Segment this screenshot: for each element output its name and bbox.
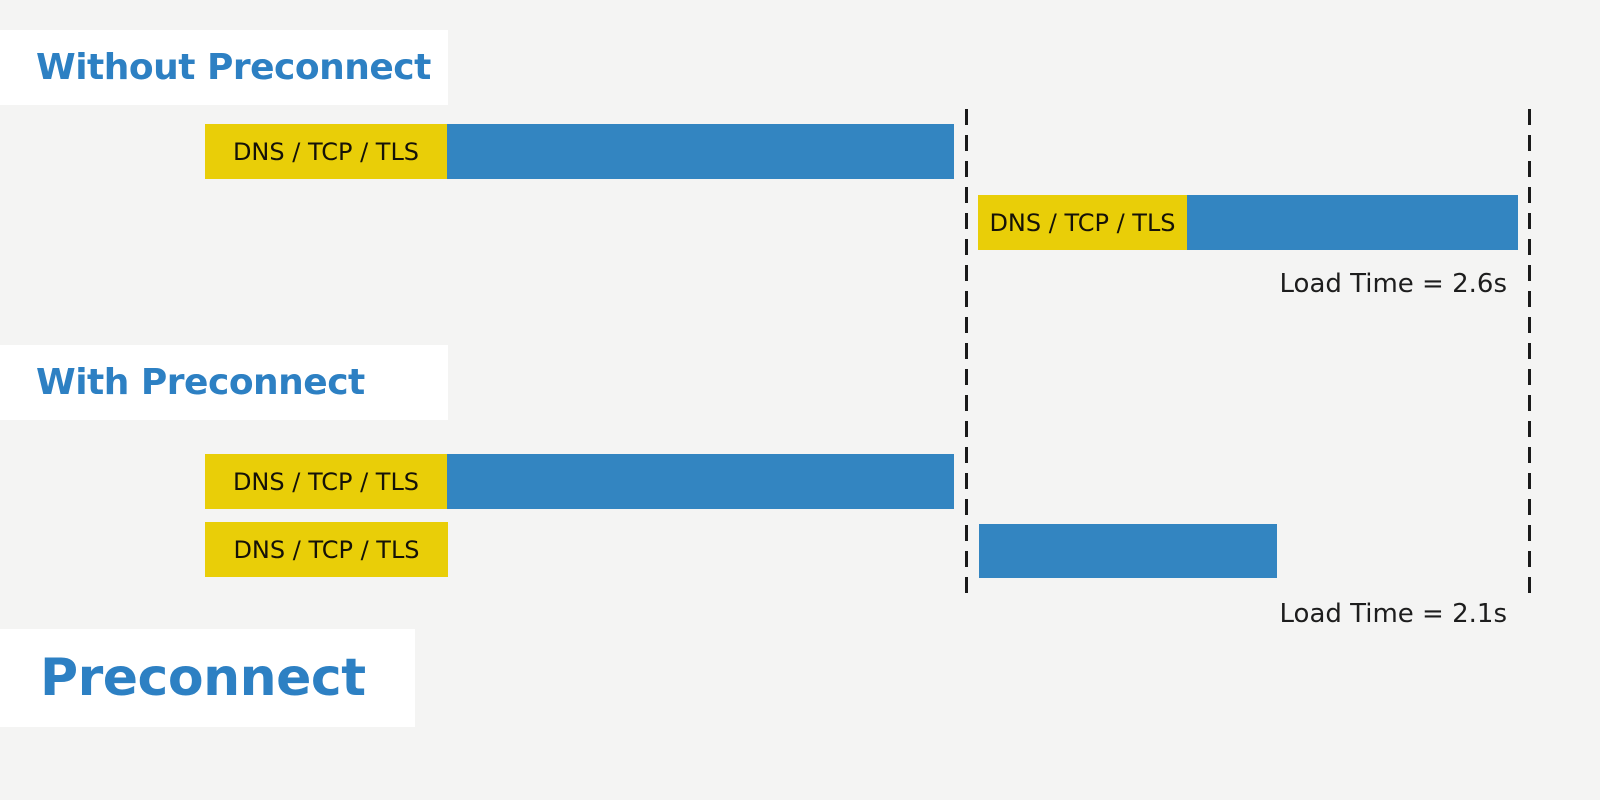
load-time-with-preconnect: Load Time = 2.1s: [1187, 596, 1507, 632]
bar-with-req2-download: [979, 524, 1277, 578]
dashed-guide-line-left: [965, 109, 968, 602]
bar-without-req1-download: [447, 124, 954, 179]
heading-box-with-preconnect: With Preconnect: [0, 345, 448, 420]
load-time-without-preconnect: Load Time = 2.6s: [1187, 266, 1507, 302]
bar-label-dns-tcp-tls: DNS / TCP / TLS: [232, 137, 420, 166]
bar-label-dns-tcp-tls: DNS / TCP / TLS: [232, 467, 420, 496]
bar-with-req1-download: [447, 454, 954, 509]
bar-without-req1-connection-setup: DNS / TCP / TLS: [205, 124, 447, 179]
heading-box-preconnect-caption: Preconnect: [0, 629, 415, 727]
bar-with-req2-connection-setup: DNS / TCP / TLS: [205, 522, 448, 577]
bar-with-req1-connection-setup: DNS / TCP / TLS: [205, 454, 447, 509]
bar-label-dns-tcp-tls: DNS / TCP / TLS: [233, 535, 420, 564]
heading-with-preconnect: With Preconnect: [36, 362, 365, 403]
load-time-without-text: Load Time = 2.6s: [1279, 269, 1507, 299]
caption-preconnect: Preconnect: [40, 648, 366, 708]
bar-label-dns-tcp-tls: DNS / TCP / TLS: [989, 208, 1176, 237]
heading-without-preconnect: Without Preconnect: [36, 47, 431, 88]
dashed-guide-line-right: [1528, 109, 1531, 602]
load-time-with-text: Load Time = 2.1s: [1279, 599, 1507, 629]
bar-without-req2-download: [1187, 195, 1518, 250]
bar-without-req2-connection-setup: DNS / TCP / TLS: [978, 195, 1187, 250]
heading-box-without-preconnect: Without Preconnect: [0, 30, 448, 105]
